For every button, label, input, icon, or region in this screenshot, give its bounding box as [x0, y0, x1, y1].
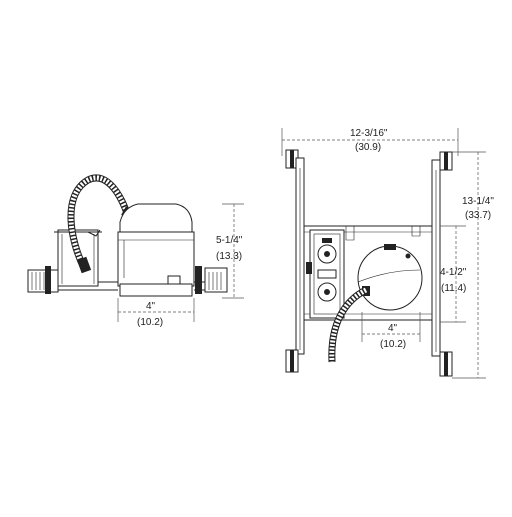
top-height-dimension	[452, 151, 486, 379]
top-junction-box	[306, 229, 345, 319]
side-width-in: 4"	[146, 301, 156, 312]
top-left-hanger-bar	[285, 149, 305, 373]
top-inner-height-dimension	[440, 225, 466, 323]
top-aperture-in: 4"	[388, 323, 398, 334]
top-height-in: 13-1/4"	[462, 196, 494, 207]
top-inner-height-cm: (11.4)	[441, 283, 466, 294]
side-housing	[117, 203, 195, 297]
top-aperture-dimension	[361, 312, 421, 342]
top-width-dimension	[281, 128, 459, 156]
side-height-cm: (13.3)	[216, 251, 242, 262]
side-width-cm: (10.2)	[137, 317, 163, 328]
side-junction-box	[54, 229, 102, 287]
top-width-in: 12-3/16"	[350, 128, 388, 139]
top-height-cm: (33.7)	[465, 210, 491, 221]
top-aperture-cm: (10.2)	[380, 339, 406, 350]
side-width-dimension	[117, 298, 195, 322]
side-height-in: 5-1/4"	[216, 235, 243, 246]
side-height-dimension	[222, 203, 244, 299]
top-width-cm: (30.9)	[355, 142, 381, 153]
top-inner-height-in: 4-1/2"	[440, 267, 467, 278]
top-view: 12-3/16" (30.9)	[281, 128, 494, 379]
side-right-bracket	[194, 266, 228, 294]
top-flexible-conduit	[328, 286, 368, 363]
side-view: 5-1/4" (13.3) 4" (10.2)	[27, 174, 244, 328]
top-housing-circle	[357, 244, 423, 311]
top-right-hanger-bar	[431, 151, 453, 377]
